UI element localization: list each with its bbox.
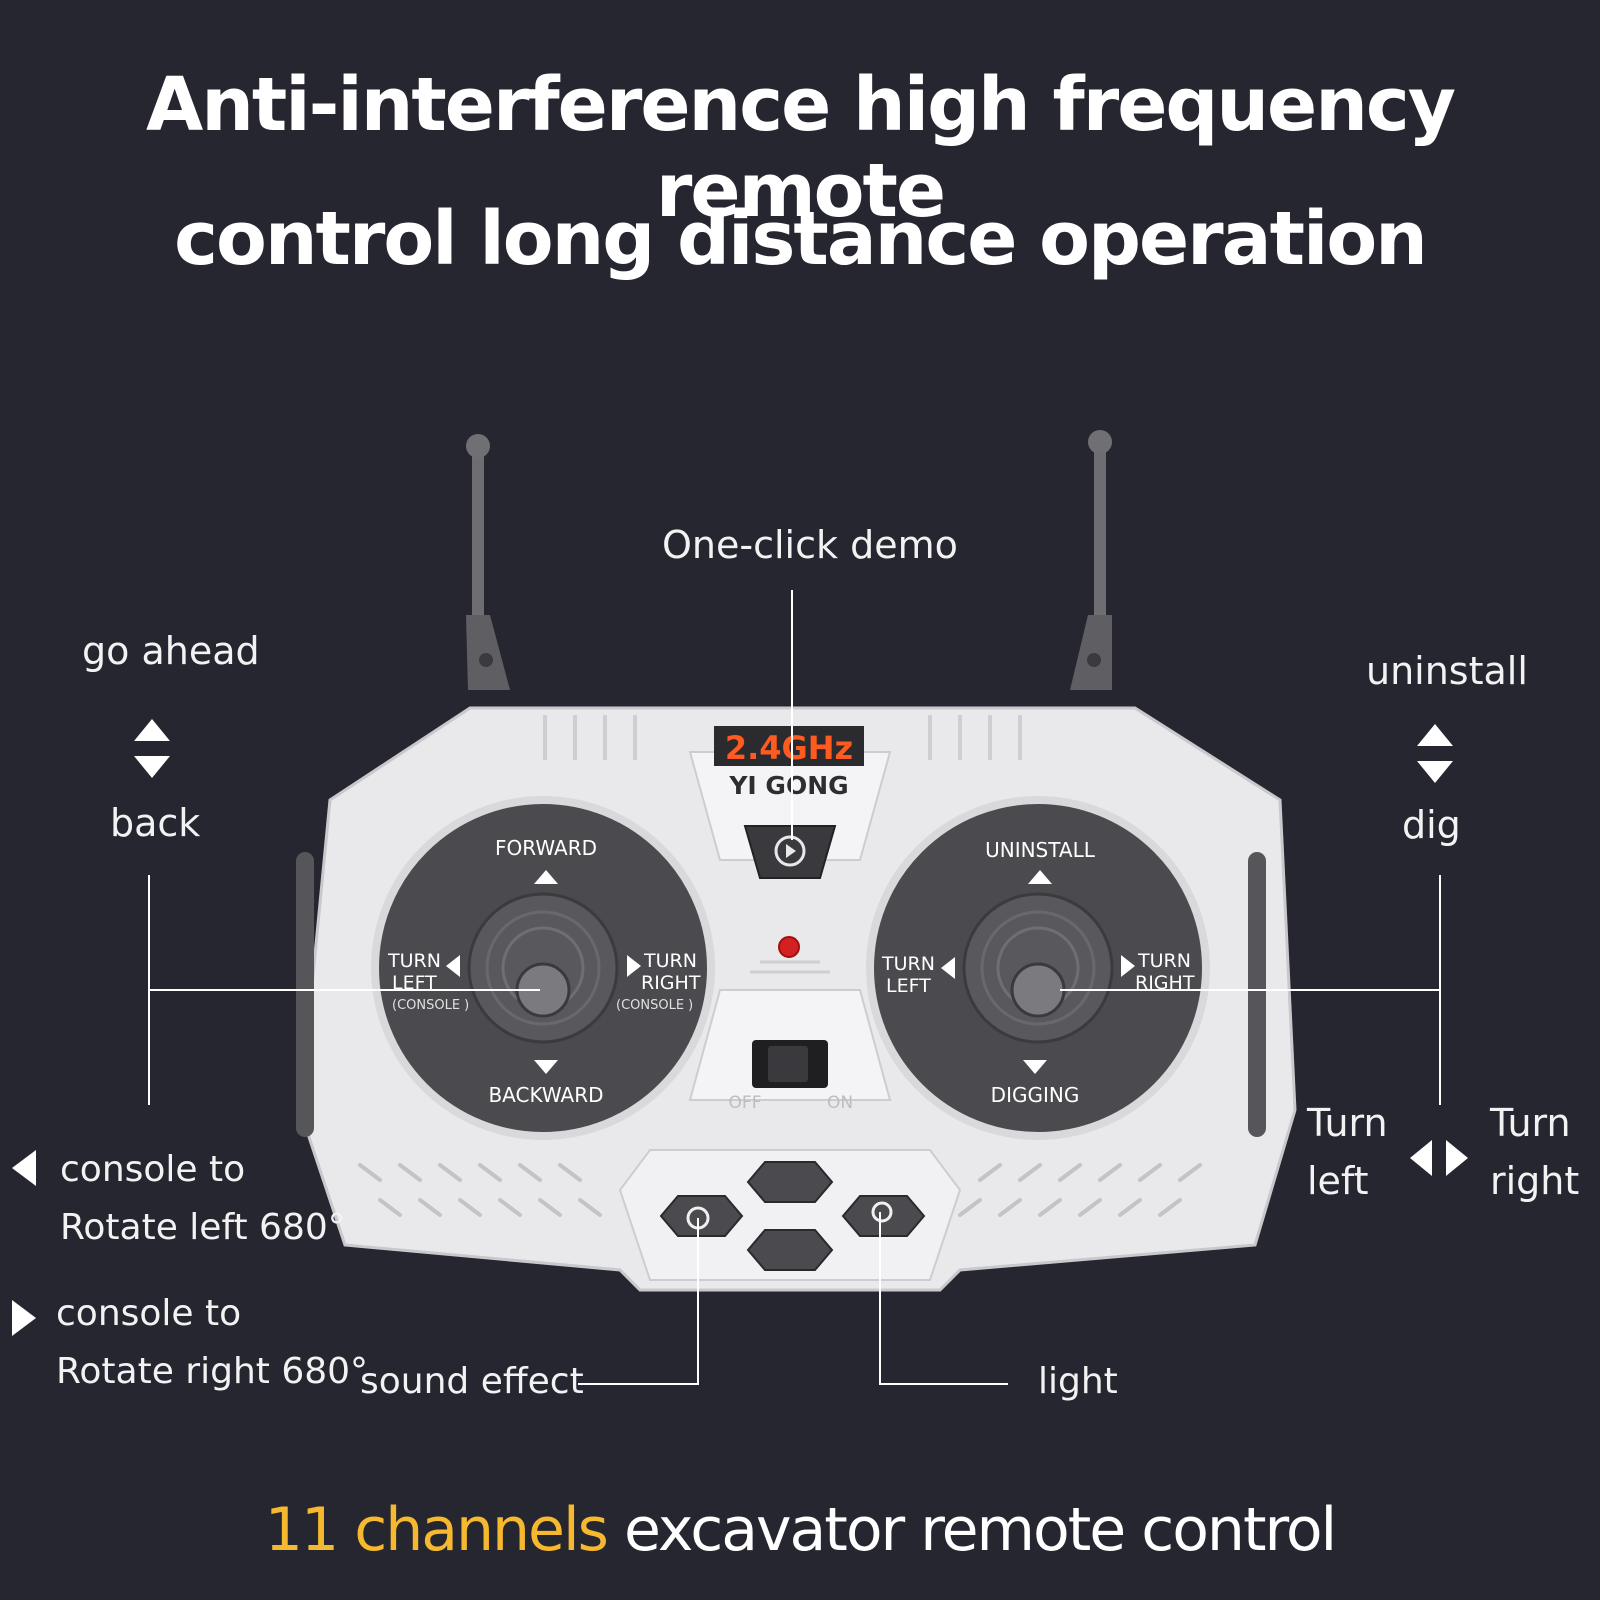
right-joystick-panel: UNINSTALL DIGGING TURN LEFT TURN RIGHT — [866, 796, 1210, 1140]
left-left-label-1: TURN — [387, 950, 441, 972]
console-left-callout-1: console to — [60, 1149, 246, 1190]
back-callout: back — [110, 801, 201, 845]
bottom-button-pad — [618, 1149, 962, 1281]
left-left-label-2: LEFT — [392, 972, 437, 994]
left-right-label-2: RIGHT — [641, 972, 701, 994]
power-switch[interactable] — [752, 1040, 828, 1088]
callout-lines — [148, 590, 1441, 1385]
left-joystick-panel: FORWARD BACKWARD TURN LEFT (CONSOLE ) TU… — [371, 796, 715, 1140]
right-up-label: UNINSTALL — [985, 838, 1096, 862]
arrow-up-icon — [1028, 870, 1052, 884]
go-ahead-callout: go ahead — [82, 629, 260, 673]
arrow-left-icon — [1410, 1140, 1432, 1176]
left-left-label-3: (CONSOLE ) — [392, 998, 469, 1013]
console-right-callout-2: Rotate right 680° — [56, 1351, 369, 1392]
light-button[interactable] — [841, 1195, 926, 1237]
arrow-up-icon — [134, 719, 170, 741]
arrow-down-icon — [534, 1060, 558, 1074]
arrow-up-icon — [534, 870, 558, 884]
arrow-right-icon — [1446, 1140, 1468, 1176]
footer-rest: excavator remote control — [606, 1495, 1337, 1565]
right-right-label-1: TURN — [1137, 950, 1191, 972]
left-up-label: FORWARD — [495, 836, 597, 860]
arrow-right-icon — [12, 1300, 36, 1336]
headline-line-1: Anti-interference high frequency remote — [145, 62, 1456, 234]
right-right-label-2: RIGHT — [1135, 972, 1195, 994]
left-right-label-1: TURN — [643, 950, 697, 972]
brand-label: YI GONG — [728, 771, 848, 800]
callout-arrows — [12, 719, 1468, 1336]
frequency-label: 2.4GHz — [725, 729, 853, 767]
demo-button[interactable] — [743, 825, 837, 879]
console-right-callout-1: console to — [56, 1293, 242, 1334]
right-joystick[interactable] — [1010, 962, 1066, 1018]
turn-right-callout-1: Turn — [1490, 1101, 1571, 1145]
bulb-icon — [871, 1201, 893, 1223]
arrow-down-icon — [1417, 761, 1453, 783]
frequency-badge — [714, 726, 864, 766]
right-down-label: DIGGING — [991, 1083, 1080, 1107]
arrow-up-icon — [1417, 724, 1453, 746]
turn-left-callout-2: left — [1307, 1159, 1369, 1203]
dig-callout: dig — [1402, 803, 1461, 847]
light-callout: light — [1038, 1361, 1118, 1402]
arrow-right-icon — [1121, 955, 1135, 977]
sound-callout: sound effect — [360, 1361, 584, 1402]
right-antenna — [1070, 430, 1112, 690]
right-left-label-2: LEFT — [886, 975, 931, 997]
demo-callout: One-click demo — [662, 523, 958, 567]
gear-icon — [774, 835, 806, 867]
arrow-down-icon — [1023, 1060, 1047, 1074]
footer-tagline: 11 channels excavator remote control — [0, 1495, 1600, 1565]
arrow-left-icon — [446, 955, 460, 977]
play-icon — [786, 844, 796, 858]
console-left-callout-2: Rotate left 680° — [60, 1207, 346, 1248]
arrow-down-icon — [134, 756, 170, 778]
left-antenna — [466, 434, 510, 690]
left-right-label-3: (CONSOLE ) — [616, 998, 693, 1013]
turn-right-callout-2: right — [1490, 1159, 1580, 1203]
top-hex-button[interactable] — [746, 1161, 834, 1203]
turn-left-callout-1: Turn — [1307, 1101, 1388, 1145]
sound-button[interactable] — [659, 1195, 744, 1237]
arrow-left-icon — [12, 1150, 36, 1186]
power-led — [778, 936, 800, 958]
headline-line-2: control long distance operation — [174, 196, 1428, 282]
switch-off-label: OFF — [729, 1093, 762, 1113]
arrow-right-icon — [627, 955, 641, 977]
right-left-label-1: TURN — [881, 953, 935, 975]
arrow-left-icon — [941, 957, 955, 979]
left-down-label: BACKWARD — [488, 1083, 603, 1107]
bottom-hex-button[interactable] — [746, 1229, 834, 1271]
footer-highlight: 11 channels — [264, 1495, 609, 1565]
uninstall-callout: uninstall — [1366, 649, 1528, 693]
switch-on-label: ON — [827, 1093, 853, 1113]
